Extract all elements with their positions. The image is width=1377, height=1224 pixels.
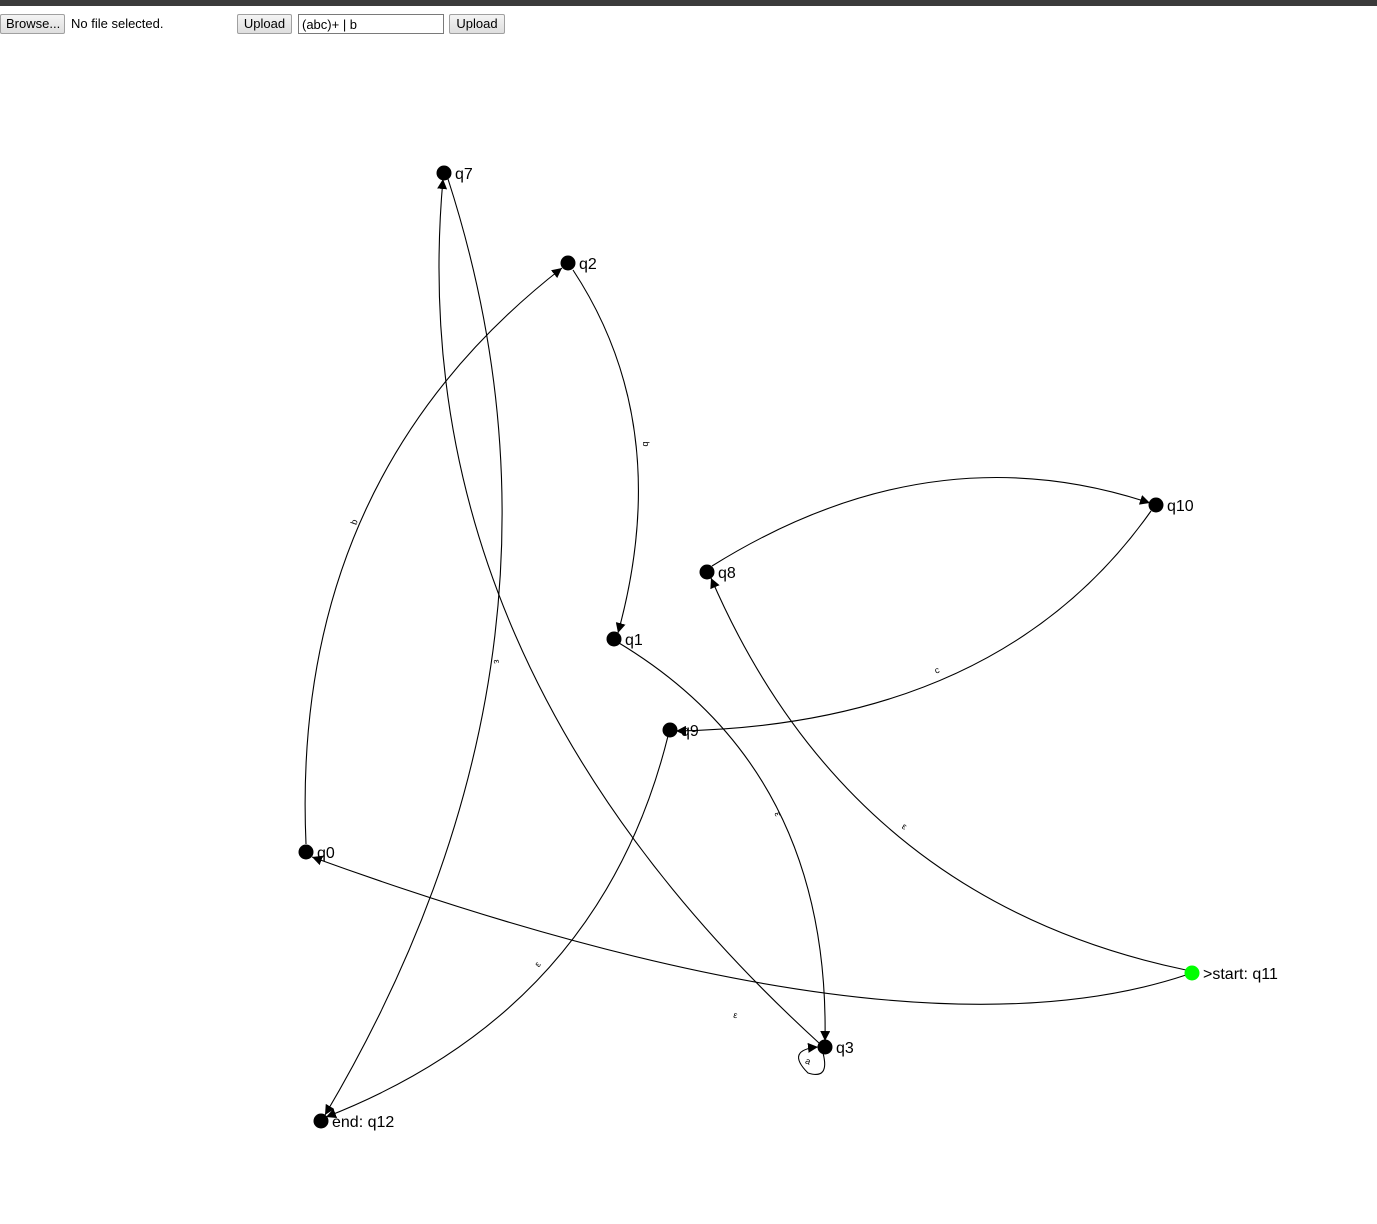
edge-label-q9-q12: ε — [532, 960, 542, 969]
node-q10[interactable] — [1148, 497, 1164, 513]
edge-label-q1-q3: ε — [773, 811, 784, 817]
file-status-text: No file selected. — [71, 16, 164, 31]
node-label-q1: q1 — [625, 632, 643, 649]
edge-q2-q1 — [572, 269, 639, 634]
regex-input[interactable] — [298, 14, 444, 34]
upload-file-button[interactable]: Upload — [237, 14, 292, 34]
edge-q11-q0 — [311, 855, 1187, 1005]
node-label-q9: q9 — [681, 723, 699, 740]
edge-label-q11-q8: ε — [900, 821, 908, 832]
node-label-q2: q2 — [579, 256, 597, 273]
edge-label-q11-q0: ε — [733, 1010, 739, 1021]
browse-button[interactable]: Browse... — [0, 14, 65, 34]
edge-q10-q9 — [675, 510, 1152, 736]
window-top-border — [0, 0, 1377, 6]
edge-label-q2-q1: b — [641, 441, 651, 446]
node-q1[interactable] — [606, 631, 622, 647]
node-q0[interactable] — [298, 844, 314, 860]
node-q3[interactable] — [817, 1039, 833, 1055]
node-label-q3: q3 — [836, 1040, 854, 1057]
node-label-q8: q8 — [718, 565, 736, 582]
edge-q8-q10 — [711, 476, 1151, 567]
edge-q1-q3 — [618, 642, 831, 1042]
toolbar: Browse... No file selected. Upload Uploa… — [0, 14, 1377, 36]
edge-label-q0-q2: b — [349, 518, 360, 526]
node-q9[interactable] — [662, 722, 678, 738]
edge-q3-q7 — [437, 178, 820, 1044]
edge-q9-q12 — [325, 735, 669, 1119]
edge-q3-q3 — [798, 1042, 826, 1075]
node-label-q11: >start: q11 — [1203, 966, 1278, 983]
upload-regex-button[interactable]: Upload — [449, 14, 505, 34]
node-q11[interactable] — [1184, 965, 1200, 981]
node-q8[interactable] — [699, 564, 715, 580]
edge-q7-q12 — [324, 178, 503, 1116]
edge-q0-q2 — [304, 267, 563, 845]
node-label-q0: q0 — [317, 845, 335, 862]
edge-label-q10-q9: c — [933, 665, 941, 676]
node-q2[interactable] — [560, 255, 576, 271]
edge-label-q7-q12: ε — [492, 659, 503, 665]
node-label-q7: q7 — [455, 166, 473, 183]
node-q12[interactable] — [313, 1113, 329, 1129]
node-q7[interactable] — [436, 165, 452, 181]
edge-q11-q8 — [710, 577, 1187, 971]
node-label-q10: q10 — [1167, 498, 1194, 515]
node-label-q12: end: q12 — [332, 1114, 394, 1131]
edge-label-q3-q3: a — [804, 1056, 812, 1067]
